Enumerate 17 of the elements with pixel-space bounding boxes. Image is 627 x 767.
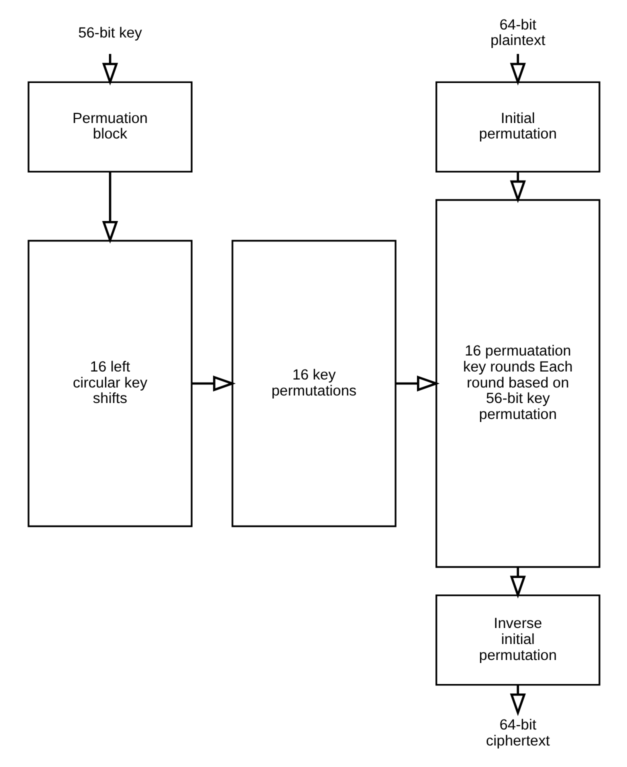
node-box: Permuation block xyxy=(27,81,192,173)
node-box: 16 left circular key shifts xyxy=(27,240,192,528)
arrow xyxy=(509,567,526,598)
node-text: 64-bit plaintext xyxy=(490,17,545,50)
arrow xyxy=(509,54,526,86)
arrow xyxy=(102,172,118,244)
node-box: 16 permuatation key rounds Each round based on 56-bit key permutation xyxy=(435,199,600,568)
arrow xyxy=(102,54,118,86)
node-box: 16 key permutations xyxy=(231,240,396,528)
node-box: Inverse initial permutation xyxy=(435,594,600,686)
node-text: 64-bit ciphertext xyxy=(486,717,550,750)
arrow xyxy=(191,376,236,392)
node-box: Initial permutation xyxy=(435,81,600,173)
arrow xyxy=(395,376,440,392)
arrow xyxy=(509,685,526,716)
node-text: 56-bit key xyxy=(78,25,142,42)
arrow xyxy=(509,172,526,204)
